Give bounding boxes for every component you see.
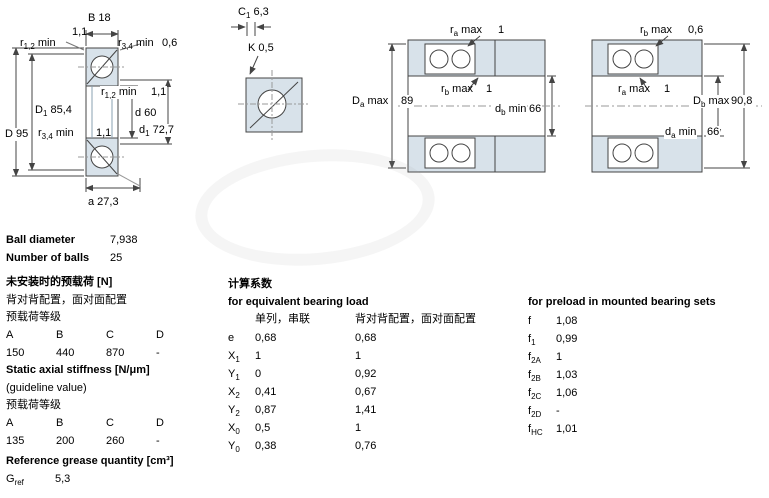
dim-ra-max-value-right: 1	[664, 83, 671, 95]
dim-r12-top-label: r1,2 min	[20, 37, 56, 52]
dim-K: K 0,5	[248, 42, 274, 54]
dim-da-min-value: 66	[706, 126, 721, 139]
preload-unmounted-subtitle: 背对背配置，面对面配置	[6, 293, 127, 306]
dim-rb-max-label-left: rb max	[441, 83, 473, 98]
preload-class-headers: A B C D	[6, 328, 164, 341]
dim-Db-max-label: Db max	[692, 95, 731, 110]
dim-r34-mid-value: 1,1	[96, 127, 112, 139]
dim-r12-top-value: 1,1	[72, 26, 88, 38]
dim-ra-max-label-left: ra max	[450, 24, 482, 39]
dim-Da-max-value: 89	[400, 95, 415, 108]
stiffness-values-row: 135 200 260 -	[6, 434, 160, 447]
dim-width-B: B 18	[88, 12, 111, 24]
dim-ra-max-value-left: 1	[498, 24, 505, 36]
dim-db-min-label: db min	[494, 103, 528, 118]
preload-class-label-1: 预载荷等级	[6, 311, 61, 324]
grease-row: Gref 5,3	[6, 471, 224, 489]
dim-r34-top-value: 0,6	[162, 37, 178, 49]
dim-db-min-value: 66	[528, 103, 543, 116]
dim-r34-top-label: r3,4 min	[118, 37, 154, 52]
stiffness-class-headers: A B C D	[6, 416, 164, 429]
dim-C1: C1 6,3	[238, 6, 269, 21]
dim-r12-mid-label: r1,2 min	[100, 86, 138, 101]
dim-rb-max-label-right: rb max	[640, 24, 672, 39]
ball-diameter-label: Ball diameter	[6, 234, 76, 246]
stiffness-subtitle: (guideline value)	[6, 381, 87, 394]
dim-Da-max-label: Da max	[352, 95, 389, 110]
dim-ra-max-label-right: ra max	[618, 83, 650, 98]
dim-da-min-label: da min	[664, 126, 698, 141]
dim-bore-d: d 60	[134, 107, 158, 120]
preload-factors-title: for preload in mounted bearing sets	[528, 296, 716, 308]
number-of-balls-label: Number of balls	[6, 251, 90, 264]
dim-pressure-center-a: a 27,3	[88, 196, 119, 208]
calc-factors-section: 计算系数 for equivalent bearing load 单列，串联 背…	[228, 276, 488, 455]
stiffness-title: Static axial stiffness [N/μm]	[6, 364, 150, 377]
dim-r34-mid-label: r3,4 min	[38, 127, 74, 142]
dim-d1: d1 72,7	[138, 124, 176, 139]
preload-factor-row-f2D: f2D-	[528, 404, 560, 419]
number-of-balls-row: Number of balls 25	[6, 250, 224, 268]
preload-values-row: 150 440 870 -	[6, 346, 160, 359]
ball-diameter-value: 7,938	[110, 234, 138, 246]
col-single-tandem: 单列，串联	[255, 313, 310, 326]
calc-factors-headers: 单列，串联 背对背配置，面对面配置	[228, 311, 488, 329]
grease-value: 5,3	[55, 472, 71, 485]
dim-D1: D1 85,4	[34, 104, 73, 119]
calc-factors-title: 计算系数	[228, 278, 272, 290]
grease-symbol: Gref	[6, 472, 24, 487]
dim-outer-D: D 95	[4, 128, 30, 141]
dim-r12-mid-value: 1,1	[150, 86, 168, 99]
calc-factors-subtitle: for equivalent bearing load	[228, 295, 369, 308]
col-back-to-back: 背对背配置，面对面配置	[355, 313, 476, 326]
detail-section-diagram	[231, 22, 310, 140]
dim-rb-max-value-left: 1	[486, 83, 493, 95]
preload-class-label-2: 预载荷等级	[6, 399, 61, 412]
dim-rb-max-value-right: 0,6	[688, 24, 704, 36]
number-of-balls-value: 25	[110, 251, 123, 264]
grease-title: Reference grease quantity [cm³]	[6, 455, 174, 468]
dim-Db-max-value: 90,8	[730, 95, 754, 108]
abutment-diagram-right	[585, 35, 762, 173]
ball-diameter-row: Ball diameter 7,938	[6, 232, 224, 250]
left-specs-column: Ball diameter 7,938 Number of balls 25 未…	[6, 232, 224, 488]
preload-unmounted-title: 未安装时的预载荷 [N]	[6, 276, 113, 289]
